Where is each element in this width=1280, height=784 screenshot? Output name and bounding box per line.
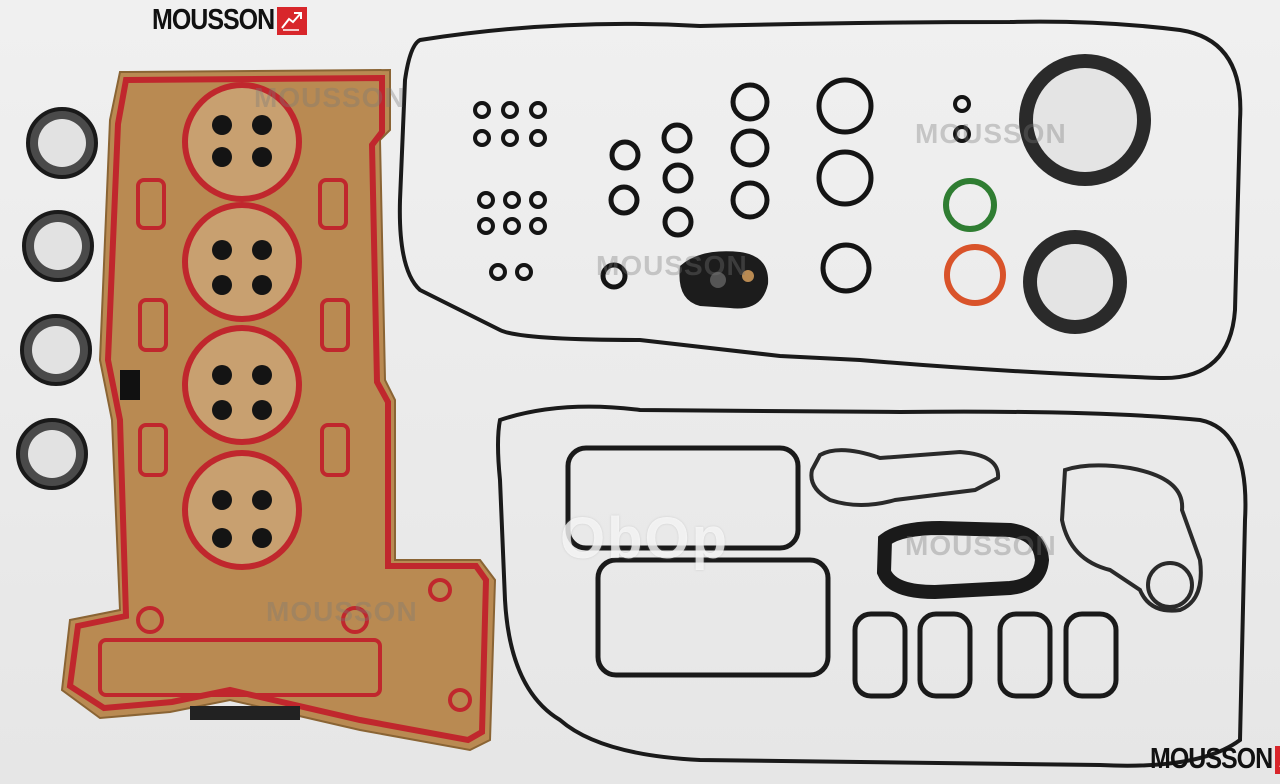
- brand-logo-bottom: MOUSSON: [1150, 742, 1280, 776]
- oil-pan-gasket: [496, 404, 1248, 768]
- watermark-2: MOUSSON: [915, 118, 1067, 149]
- valve-cover-gasket: [397, 19, 1243, 381]
- watermark-4: MOUSSON: [266, 596, 418, 627]
- timing-cover-gasket: [876, 520, 1050, 600]
- brand-logo-top: MOUSSON: [152, 3, 308, 37]
- o-ring-set: [473, 77, 971, 294]
- watermark-1: MOUSSON: [254, 82, 406, 113]
- brand-mark-icon: [277, 6, 308, 35]
- center-watermark: ObOp: [560, 506, 730, 571]
- watermark-3: MOUSSON: [596, 250, 748, 281]
- crankshaft-seals: [1019, 54, 1151, 334]
- manifold-runner-gaskets: [852, 611, 1119, 699]
- cylinder-head-gasket: [60, 68, 497, 752]
- watermark-5: MOUSSON: [905, 530, 1057, 561]
- brand-mark-icon-bottom: [1275, 745, 1280, 774]
- brand-logo-text: MOUSSON: [152, 3, 275, 37]
- orange-o-ring: [944, 244, 1006, 306]
- green-o-ring: [943, 178, 997, 232]
- flange-gasket: [679, 251, 769, 309]
- oil-cooler-gaskets: [809, 448, 1203, 613]
- intake-gaskets: [565, 445, 831, 678]
- brand-logo-text-bottom: MOUSSON: [1150, 742, 1273, 776]
